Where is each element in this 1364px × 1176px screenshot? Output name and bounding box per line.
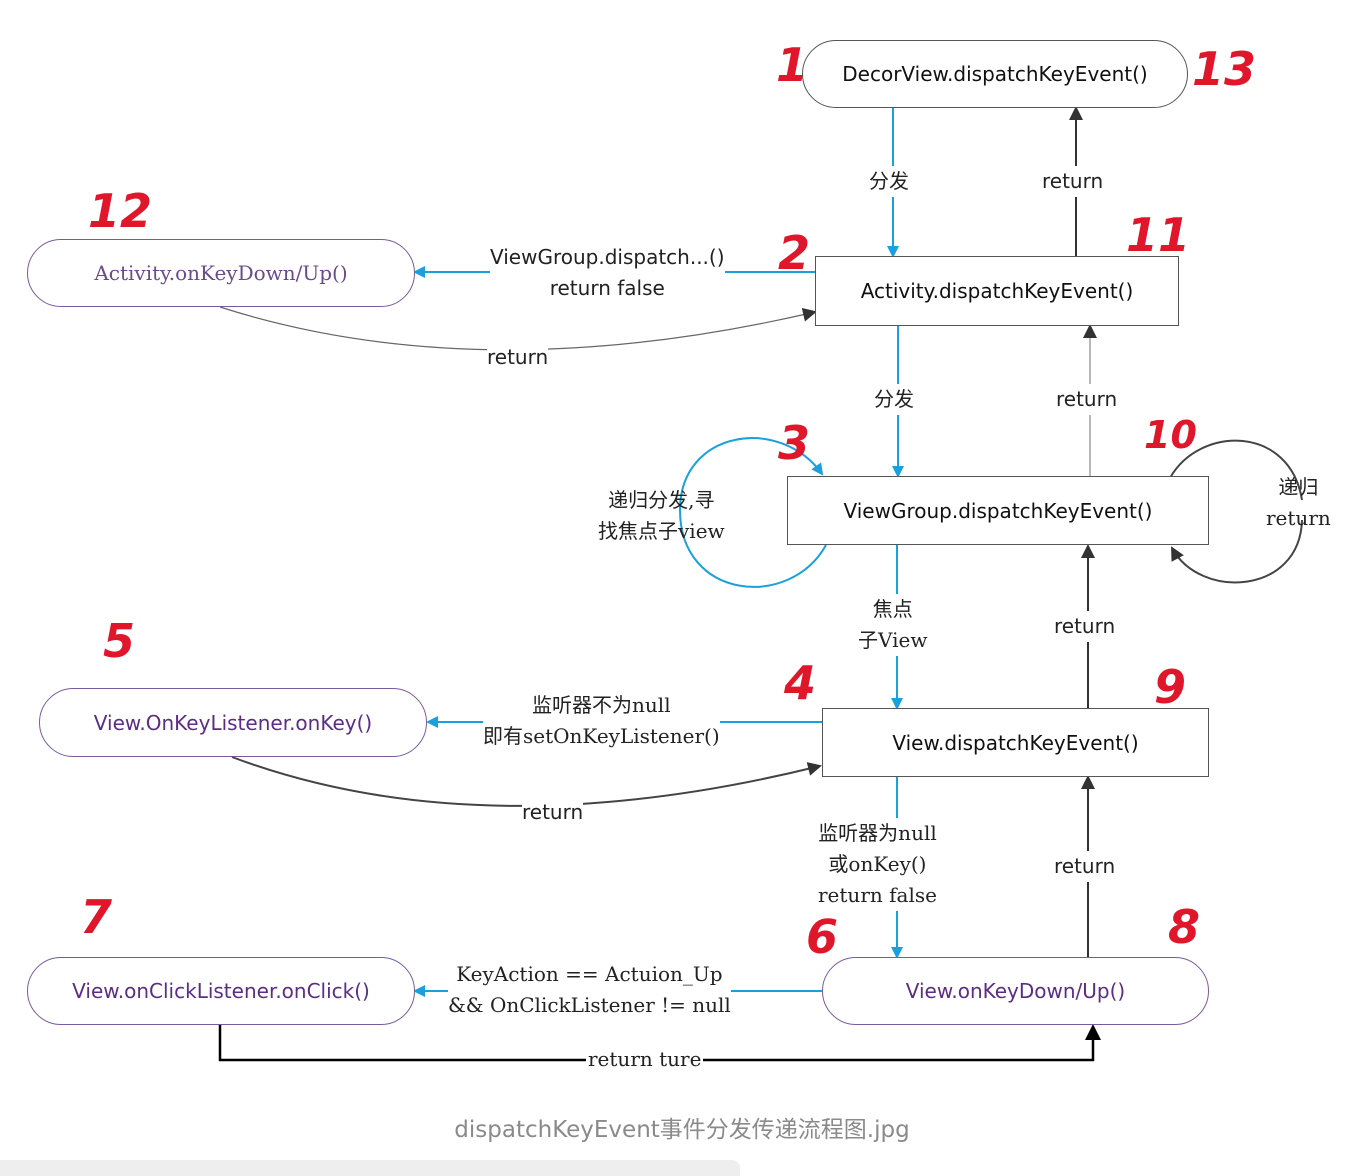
- label-return-view: return: [1054, 611, 1116, 642]
- arrow-recursive-return: [1170, 439, 1303, 584]
- step-number-10: 10: [1144, 413, 1197, 457]
- viewgroup-dispatch-node: ViewGroup.dispatchKeyEvent(): [787, 476, 1209, 545]
- label-recursive-return: 递归 return: [1266, 472, 1331, 534]
- label-recursive-2: 找焦点子view: [598, 519, 725, 543]
- onclick-node: View.onClickListener.onClick(): [27, 957, 415, 1025]
- step-number-5: 5: [103, 614, 136, 668]
- activity-dispatch-node: Activity.dispatchKeyEvent(): [815, 256, 1179, 326]
- step-number-3: 3: [778, 416, 811, 470]
- label-recursive-return-2: return: [1266, 506, 1331, 530]
- step-number-12: 12: [88, 184, 153, 238]
- label-keyaction: KeyAction == Actuion_Up && OnClickListen…: [448, 959, 731, 1021]
- label-dispatch-2: 分发: [874, 384, 914, 415]
- bottom-scroll-bar: [0, 1160, 740, 1176]
- step-number-8: 8: [1168, 900, 1201, 954]
- step-number-9: 9: [1154, 660, 1187, 714]
- label-return-onkeydown: return: [1054, 851, 1116, 882]
- step-number-7: 7: [80, 890, 113, 944]
- activity-onkeydown-node: Activity.onKeyDown/Up(): [27, 239, 415, 307]
- view-dispatch-node: View.dispatchKeyEvent(): [822, 708, 1209, 777]
- label-listener-not-null: 监听器不为null 即有setOnKeyListener(): [483, 690, 720, 752]
- label-listener-null: 监听器为null 或onKey() return false: [818, 818, 937, 911]
- label-keyaction-1: KeyAction == Actuion_Up: [456, 962, 723, 986]
- label-focus-1: 焦点: [872, 597, 913, 621]
- label-return-onkeylistener: return: [522, 797, 584, 828]
- label-focus-2: 子View: [858, 628, 928, 652]
- step-number-11: 11: [1126, 208, 1191, 262]
- label-recursive-dispatch: 递归分发,寻 找焦点子view: [598, 485, 725, 547]
- label-null-1: 监听器为null: [818, 821, 937, 845]
- label-null-2: 或onKey(): [828, 852, 927, 876]
- label-recursive-1: 递归分发,寻: [608, 488, 715, 512]
- label-vg-false: return false: [549, 276, 665, 300]
- label-null-3: return false: [818, 883, 937, 907]
- label-focus-child: 焦点 子View: [858, 594, 928, 656]
- label-vg-dispatch: ViewGroup.dispatch...(): [490, 245, 725, 269]
- decorview-dispatch-node: DecorView.dispatchKeyEvent(): [802, 40, 1188, 108]
- label-return-viewgroup: return: [1056, 384, 1118, 415]
- step-number-2: 2: [778, 226, 811, 280]
- view-onkeydown-node: View.onKeyDown/Up(): [822, 957, 1209, 1025]
- onkeylistener-node: View.OnKeyListener.onKey(): [39, 688, 427, 757]
- label-keyaction-2: && OnClickListener != null: [448, 993, 731, 1017]
- step-number-4: 4: [784, 656, 817, 710]
- label-return-activity-onkey: return: [487, 342, 549, 373]
- label-dispatch-1: 分发: [869, 166, 909, 197]
- arrow-recursive-dispatch: [678, 437, 827, 588]
- label-listener-1: 监听器不为null: [532, 693, 671, 717]
- arrow-onkeylistener-return-view: [231, 756, 822, 807]
- label-return-true: return ture: [586, 1044, 704, 1075]
- step-number-1: 1: [776, 38, 809, 92]
- label-vg-return-false: ViewGroup.dispatch...() return false: [490, 242, 725, 304]
- image-caption: dispatchKeyEvent事件分发传递流程图.jpg: [454, 1117, 910, 1143]
- label-listener-2: 即有setOnKeyListener(): [483, 724, 720, 748]
- step-number-13: 13: [1192, 42, 1257, 96]
- step-number-6: 6: [806, 910, 839, 964]
- label-recursive-return-1: 递归: [1278, 475, 1319, 499]
- label-return-decor: return: [1042, 166, 1104, 197]
